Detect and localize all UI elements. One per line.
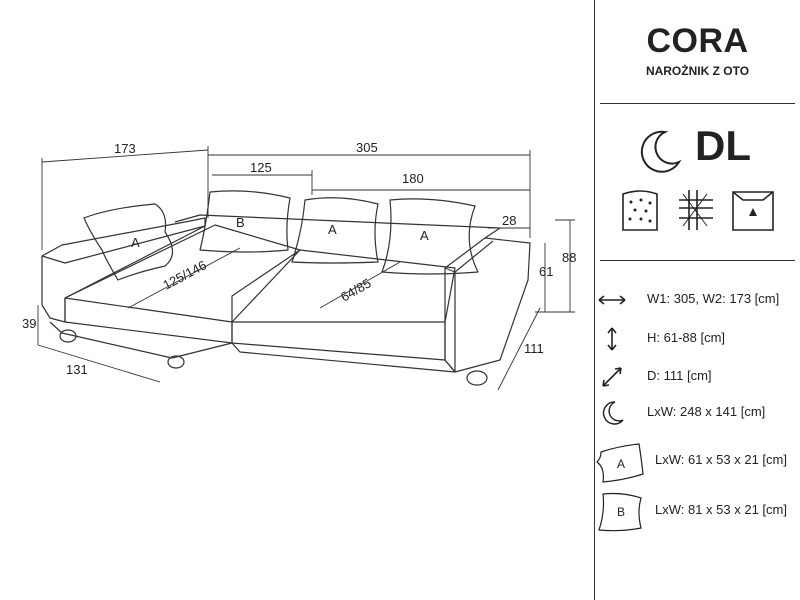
variant-label: DL xyxy=(695,122,751,169)
chaise-front-face xyxy=(64,298,233,344)
pillow-spec-a: A LxW: 61 x 53 x 21 [cm] xyxy=(595,440,800,484)
dim-height-arm: 61 xyxy=(539,264,553,279)
sofa-technical-drawing: 173 305 125 180 28 88 61 111 131 39 125/… xyxy=(22,140,576,391)
pillow-center-label: A xyxy=(328,222,337,237)
dim-depth: 111 xyxy=(524,341,544,356)
dim-armrest: 28 xyxy=(502,213,516,228)
pillow-right-label: A xyxy=(420,228,429,243)
product-title: CORA xyxy=(646,22,749,60)
spec-depth: D: 111 [cm] xyxy=(595,364,800,390)
dim-w1: 305 xyxy=(356,140,378,155)
spec-width: W1: 305, W2: 173 [cm] xyxy=(595,287,800,313)
dim-chaise-sleep: 125/146 xyxy=(160,257,209,292)
spec-sleep-text: LxW: 248 x 141 [cm] xyxy=(647,404,766,419)
chaise-armrest-top xyxy=(41,225,206,264)
width-arrow-icon xyxy=(598,295,626,305)
pillow-a-letter: A xyxy=(617,457,625,471)
pillow-right-a xyxy=(381,198,479,275)
pillow-b-icon: B xyxy=(598,492,642,532)
pillow-a-icon: A xyxy=(596,443,644,483)
spec-height-text: H: 61-88 [cm] xyxy=(647,330,726,345)
frame-icon xyxy=(679,190,713,230)
chaise-base xyxy=(49,321,233,359)
pillow-back-b xyxy=(199,190,291,253)
pillow-b-text: LxW: 81 x 53 x 21 [cm] xyxy=(655,502,787,517)
pillow-a-text: LxW: 61 x 53 x 21 [cm] xyxy=(655,452,787,467)
depth-arrow-icon xyxy=(602,367,622,387)
pillow-left-a xyxy=(83,203,174,281)
dim-w2: 173 xyxy=(114,141,136,156)
dim-seat-right: 180 xyxy=(402,171,424,186)
spec-sleep-area: LxW: 248 x 141 [cm] xyxy=(595,400,800,426)
pillow-center-a xyxy=(291,197,379,264)
divider-top xyxy=(600,103,795,104)
info-panel: CORA NAROŻNIK Z OTO DL W1: 305, W2: 173 … xyxy=(595,0,800,600)
leg-front-right xyxy=(466,370,488,386)
spec-width-text: W1: 305, W2: 173 [cm] xyxy=(647,291,780,306)
spec-height: H: 61-88 [cm] xyxy=(595,326,800,352)
pillow-left-label: A xyxy=(131,235,140,250)
pillow-b-letter: B xyxy=(617,505,625,519)
mattress-icon xyxy=(622,190,658,231)
storage-icon xyxy=(732,191,774,231)
right-armrest xyxy=(444,237,531,373)
leg-front-mid xyxy=(167,355,185,369)
moon-icon xyxy=(602,401,624,425)
spec-depth-text: D: 111 [cm] xyxy=(647,368,712,383)
dim-seat-left: 125 xyxy=(250,160,272,175)
pillow-back-label: B xyxy=(236,215,245,230)
height-arrow-icon xyxy=(607,327,617,351)
sofa-back xyxy=(174,214,501,239)
dim-height-total: 88 xyxy=(562,250,576,265)
moon-icon xyxy=(640,130,682,173)
chaise-armrest xyxy=(41,217,206,323)
dim-seat-depth: 64/85 xyxy=(338,275,374,304)
main-base xyxy=(231,342,456,373)
dim-chaise-width: 131 xyxy=(66,362,88,377)
right-armrest-top-edge xyxy=(454,240,494,273)
main-seat-top xyxy=(231,249,456,323)
dim-leg-height: 39 xyxy=(22,316,36,331)
leg-front-left xyxy=(59,329,77,343)
right-armrest-front xyxy=(444,267,456,372)
pillow-spec-b: B LxW: 81 x 53 x 21 [cm] xyxy=(595,490,800,534)
divider-mid xyxy=(600,260,795,261)
panel-divider xyxy=(594,0,595,600)
product-subtitle: NAROŻNIK Z OTO xyxy=(645,64,750,78)
